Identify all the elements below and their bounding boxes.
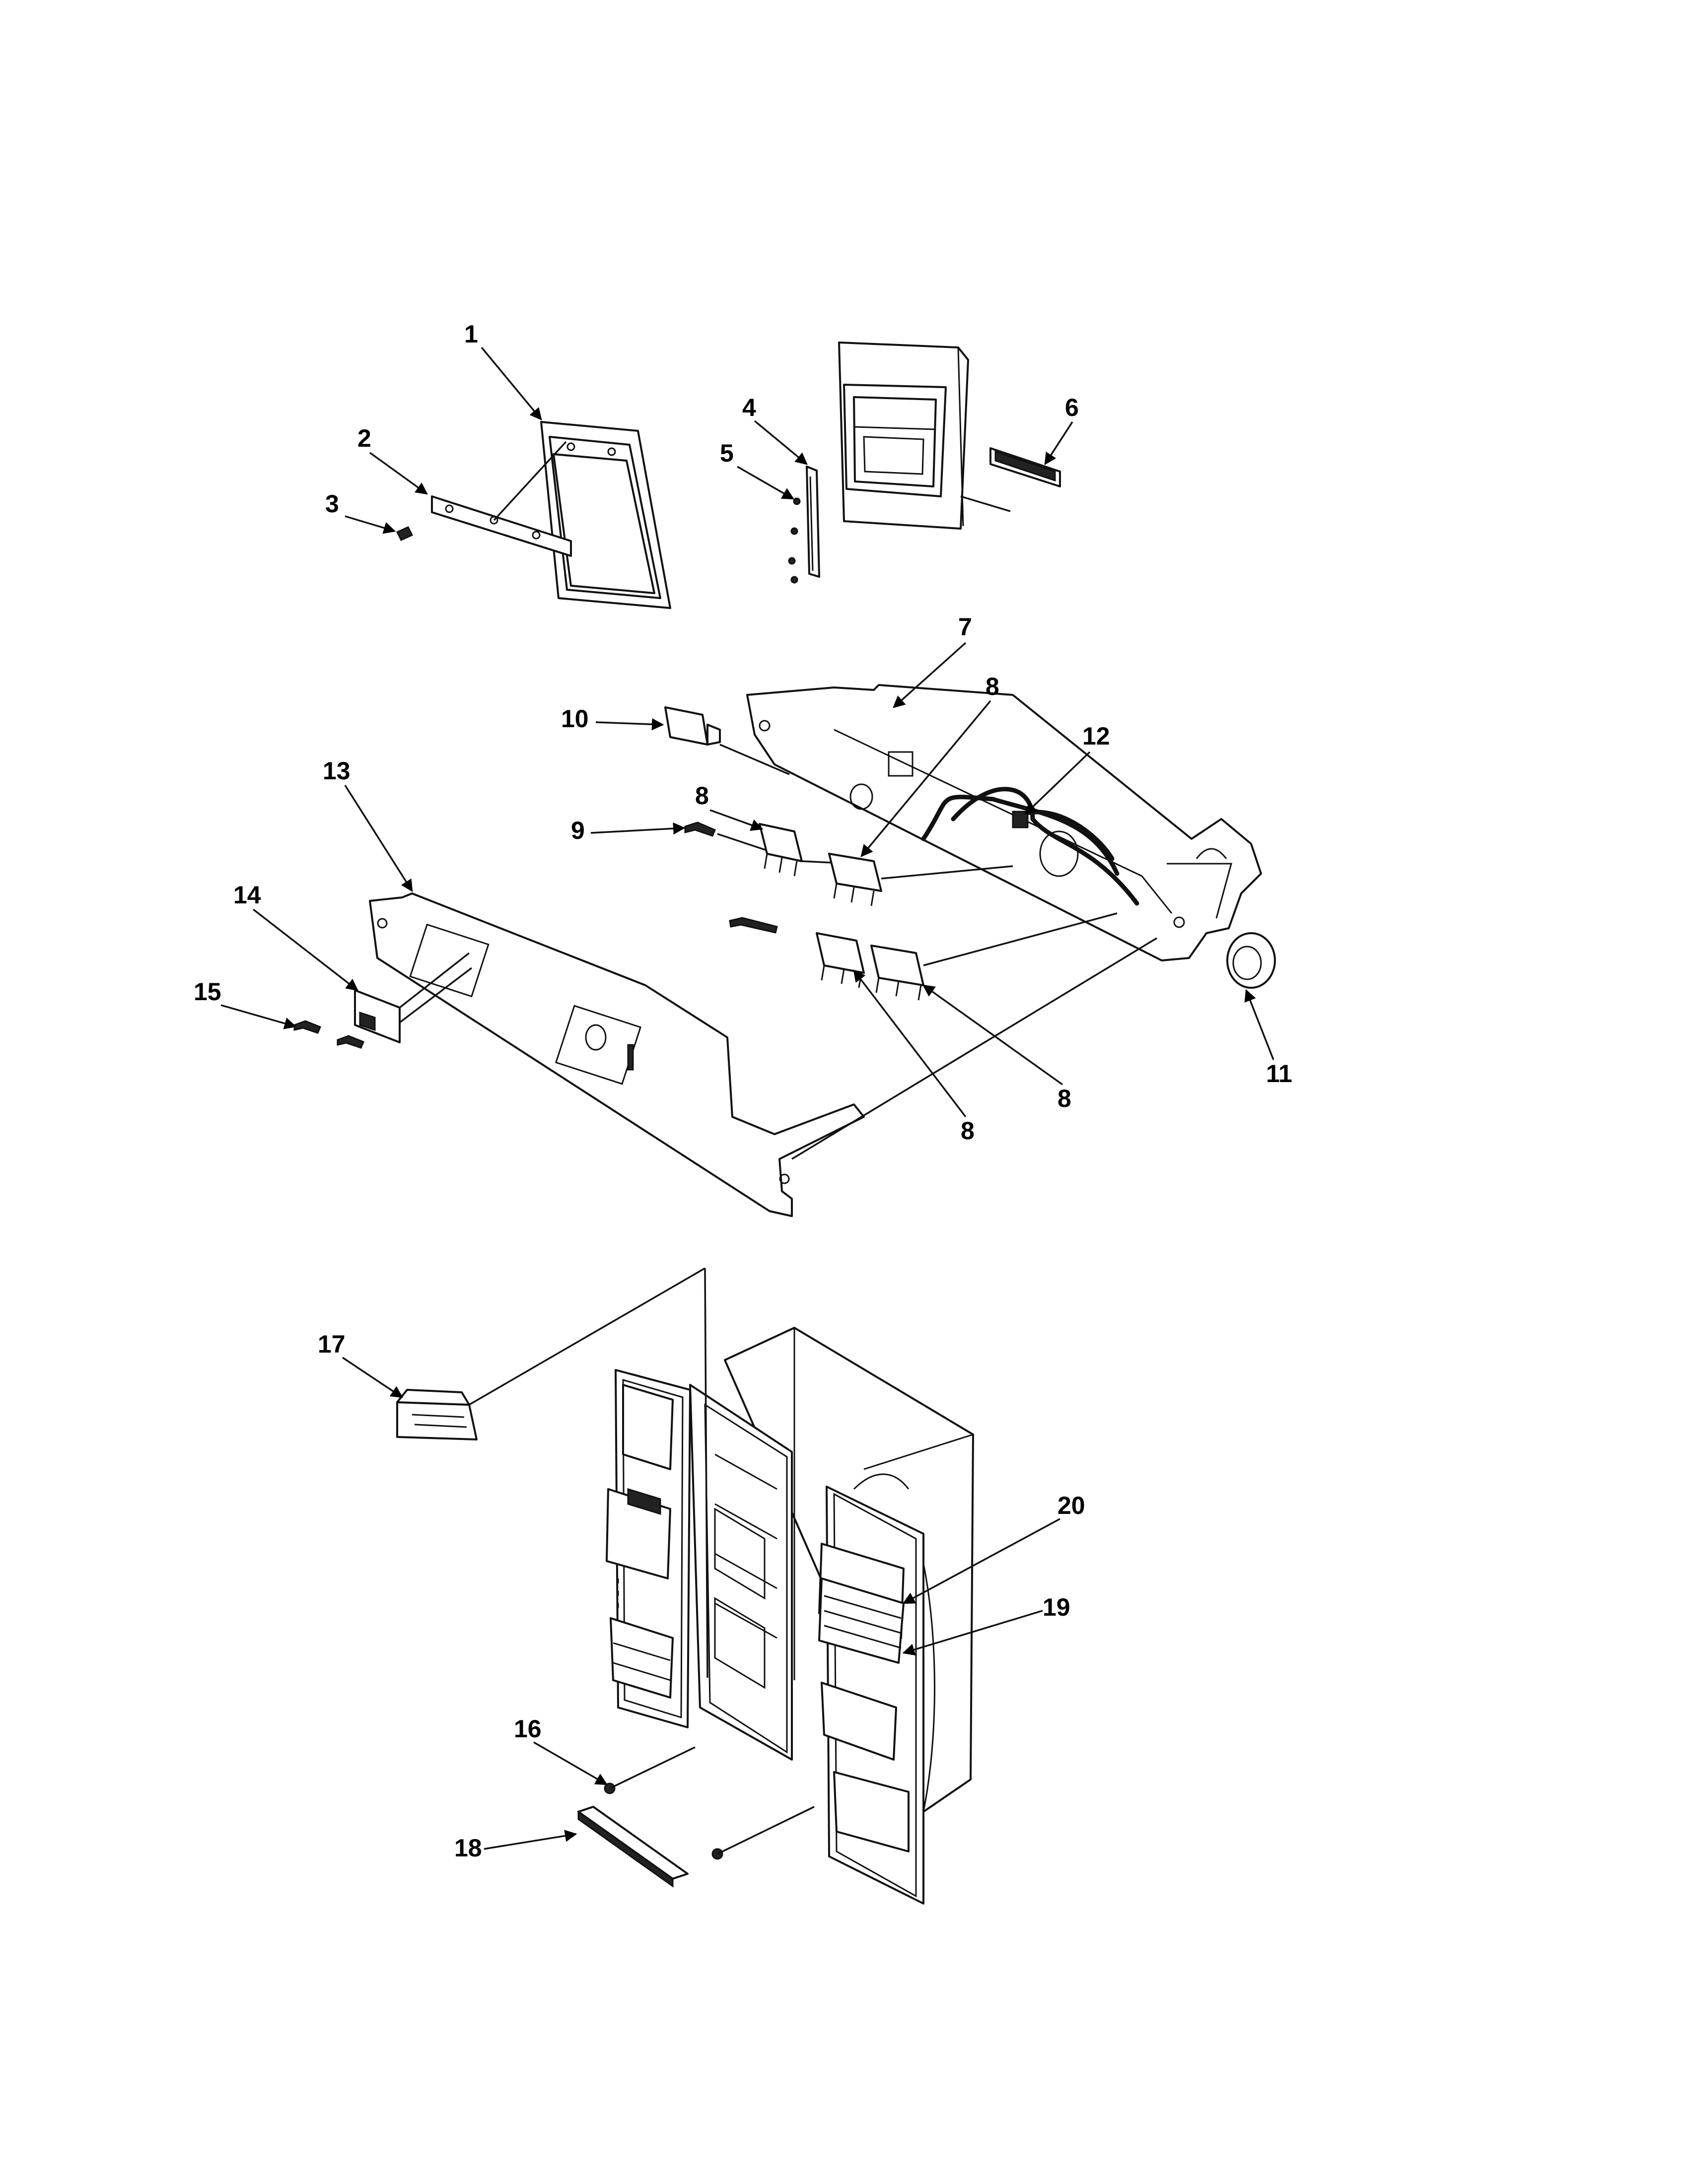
callout-8-lower-right: 8 bbox=[922, 984, 1071, 1112]
fresh-food-door bbox=[818, 1473, 935, 1905]
callout-15: 15 bbox=[194, 978, 297, 1029]
callout-18: 18 bbox=[454, 1830, 577, 1862]
svg-text:11: 11 bbox=[1266, 1060, 1292, 1088]
part-10-switch bbox=[664, 706, 790, 775]
part-4-side-strip bbox=[806, 466, 820, 578]
svg-text:8: 8 bbox=[961, 1117, 975, 1145]
callout-2: 2 bbox=[357, 424, 428, 495]
svg-text:1: 1 bbox=[464, 320, 478, 348]
callout-7: 7 bbox=[893, 613, 972, 708]
part-1-trim-frame bbox=[540, 421, 671, 609]
part-16-screws bbox=[604, 1746, 815, 1860]
part-18-toe-grille bbox=[577, 1806, 689, 1888]
svg-text:17: 17 bbox=[318, 1330, 346, 1358]
svg-text:18: 18 bbox=[454, 1834, 482, 1862]
part-6-drip-tray bbox=[989, 447, 1061, 487]
svg-text:7: 7 bbox=[958, 613, 972, 641]
svg-text:8: 8 bbox=[985, 673, 999, 700]
callout-8-upper-left: 8 bbox=[695, 782, 764, 831]
svg-text:2: 2 bbox=[357, 424, 371, 452]
part-15-screws bbox=[293, 1020, 364, 1049]
dispenser-housing bbox=[838, 341, 1011, 530]
svg-text:8: 8 bbox=[695, 782, 709, 810]
freezer-door bbox=[606, 1369, 691, 1728]
callout-14: 14 bbox=[233, 881, 358, 991]
part-7-control-bracket bbox=[746, 684, 1262, 961]
part-8-microswitch-c bbox=[816, 932, 865, 988]
svg-text:4: 4 bbox=[742, 394, 756, 421]
callout-8-upper-right: 8 bbox=[860, 673, 999, 857]
callout-20: 20 bbox=[902, 1492, 1085, 1604]
svg-text:20: 20 bbox=[1057, 1492, 1085, 1519]
part-12-wire-harness bbox=[921, 787, 1139, 906]
part-8-microswitch-b bbox=[828, 853, 1013, 906]
callout-1: 1 bbox=[464, 320, 542, 420]
svg-text:10: 10 bbox=[561, 705, 589, 733]
svg-text:6: 6 bbox=[1065, 394, 1079, 421]
callout-13: 13 bbox=[323, 757, 413, 892]
callout-4: 4 bbox=[742, 394, 808, 465]
svg-text:15: 15 bbox=[194, 978, 221, 1006]
callout-19: 19 bbox=[902, 1593, 1070, 1656]
svg-text:8: 8 bbox=[1057, 1085, 1071, 1112]
part-3-screw bbox=[396, 526, 414, 541]
part-14-switch bbox=[354, 952, 473, 1043]
part-5-screws bbox=[788, 497, 801, 584]
callout-5: 5 bbox=[720, 439, 795, 500]
callout-8-lower-left: 8 bbox=[853, 969, 975, 1145]
callout-3: 3 bbox=[325, 490, 396, 534]
callout-16: 16 bbox=[514, 1715, 608, 1785]
part-11-grommet bbox=[1226, 932, 1276, 989]
svg-text:13: 13 bbox=[323, 757, 351, 785]
svg-text:16: 16 bbox=[514, 1715, 542, 1743]
part-13-mounting-plate bbox=[369, 892, 1157, 1217]
svg-text:12: 12 bbox=[1082, 722, 1110, 750]
svg-text:14: 14 bbox=[233, 881, 261, 909]
part-8-microswitch-a bbox=[759, 823, 854, 877]
svg-text:3: 3 bbox=[325, 490, 339, 518]
callout-10: 10 bbox=[561, 705, 664, 733]
part-17-bin bbox=[396, 1267, 705, 1440]
svg-text:19: 19 bbox=[1043, 1593, 1070, 1621]
part-8-microswitch-d bbox=[870, 912, 1118, 1001]
part-2-trim-strip bbox=[431, 441, 572, 557]
callout-17: 17 bbox=[318, 1330, 404, 1398]
callout-11: 11 bbox=[1244, 989, 1292, 1088]
callout-6: 6 bbox=[1044, 394, 1079, 466]
callout-9: 9 bbox=[571, 817, 686, 844]
part-8-screw-c bbox=[729, 917, 778, 934]
svg-text:5: 5 bbox=[720, 439, 734, 467]
callout-12: 12 bbox=[1024, 722, 1110, 815]
svg-text:9: 9 bbox=[571, 817, 585, 844]
